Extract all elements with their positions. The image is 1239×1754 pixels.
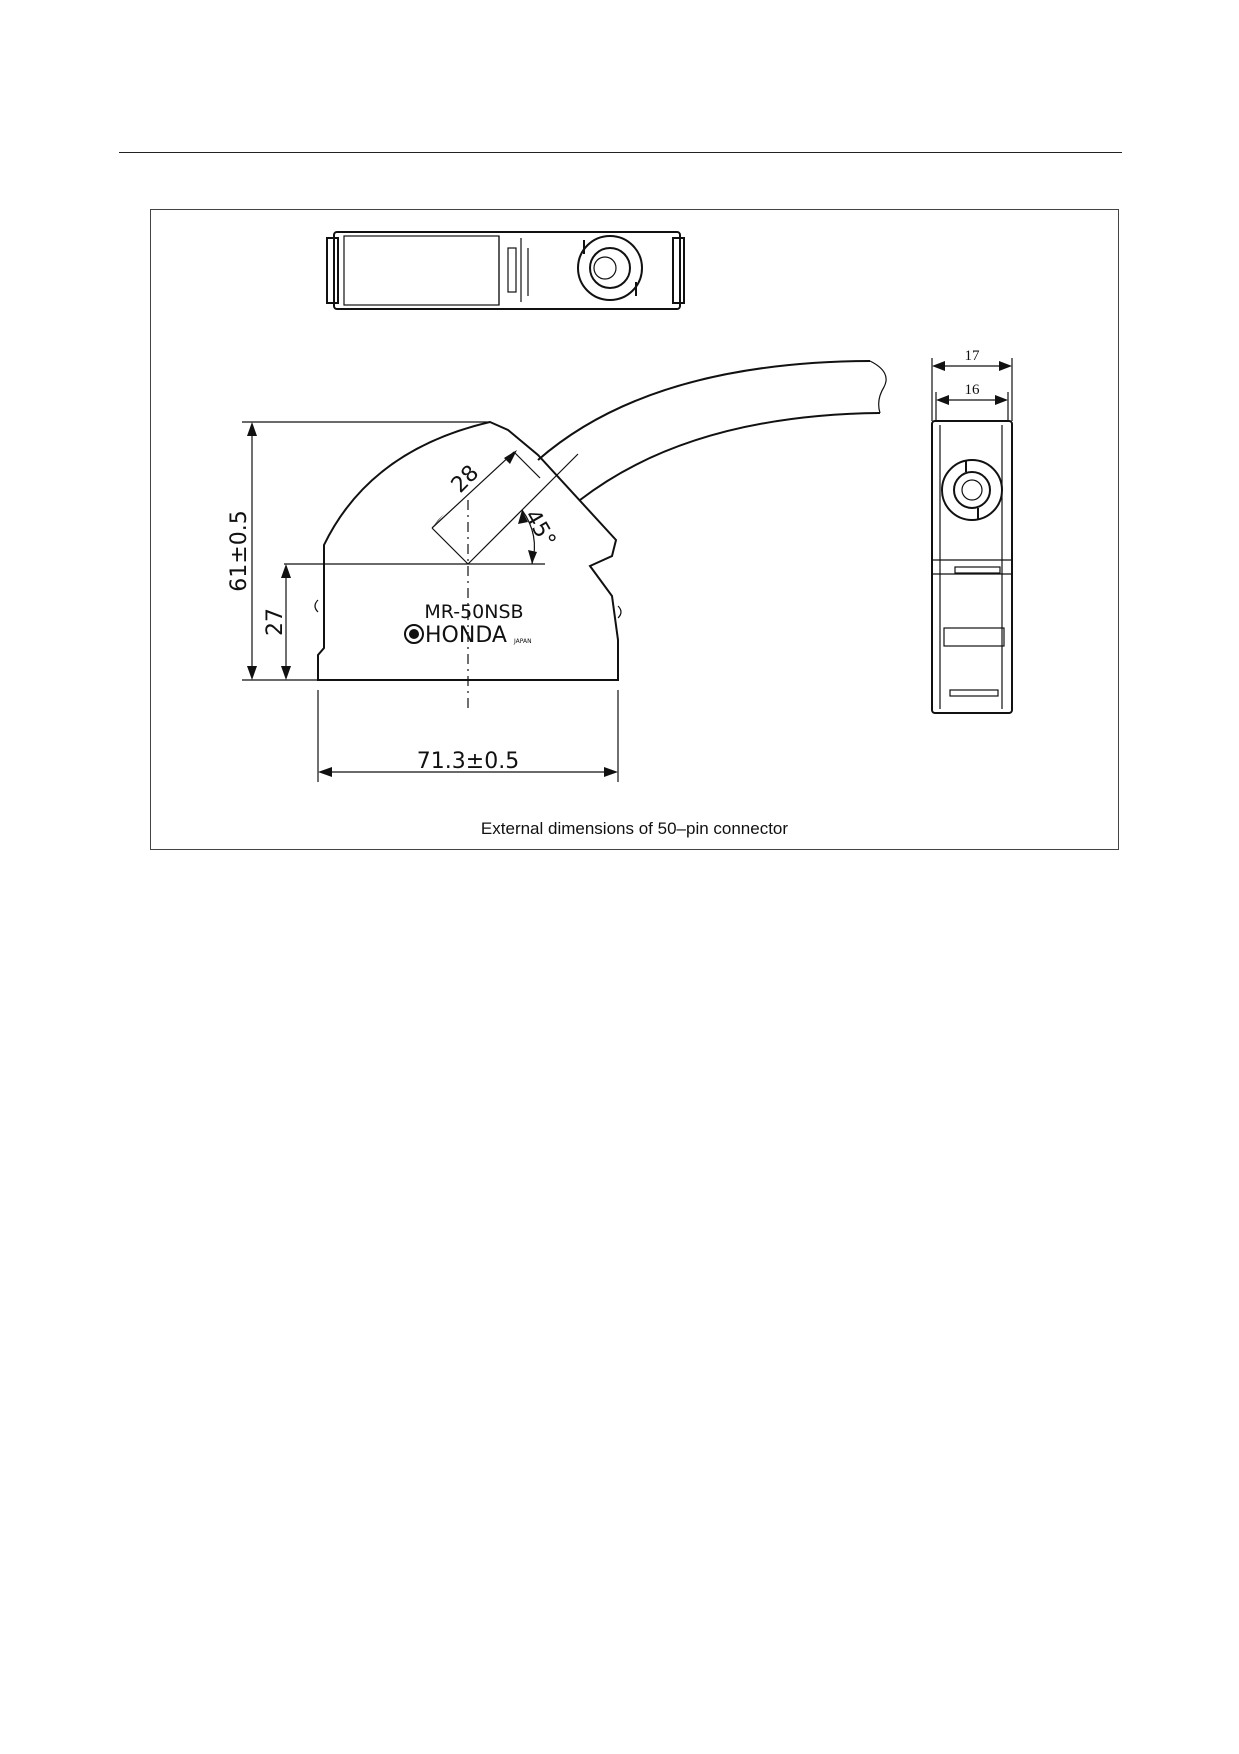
side-clamp-ring-icon [941, 459, 1003, 521]
honda-logo-icon [404, 624, 424, 644]
clamp-ring-icon [577, 235, 643, 301]
part-number: MR-50NSB [424, 601, 523, 623]
dim-side-outer: 17 [965, 348, 981, 364]
dim-width: 71.3±0.5 [417, 749, 519, 774]
dim-cable-radius: 28 [447, 461, 484, 498]
figure-caption: External dimensions of 50–pin connector [480, 819, 789, 838]
top-view [326, 231, 685, 310]
header-rule [119, 152, 1122, 153]
main-view: 61±0.5 27 71.3±0.5 28 45° MR-50NSB HONDA… [227, 360, 887, 782]
origin-label: JAPAN [513, 638, 532, 645]
dim-height-lower: 27 [263, 608, 288, 636]
dim-side-inner: 16 [965, 382, 981, 398]
dim-angle: 45° [519, 506, 560, 552]
side-view: 17 16 [931, 348, 1013, 714]
dim-height-total: 61±0.5 [227, 510, 252, 591]
brand-name: HONDA [425, 623, 507, 648]
figure-frame [150, 209, 1119, 850]
